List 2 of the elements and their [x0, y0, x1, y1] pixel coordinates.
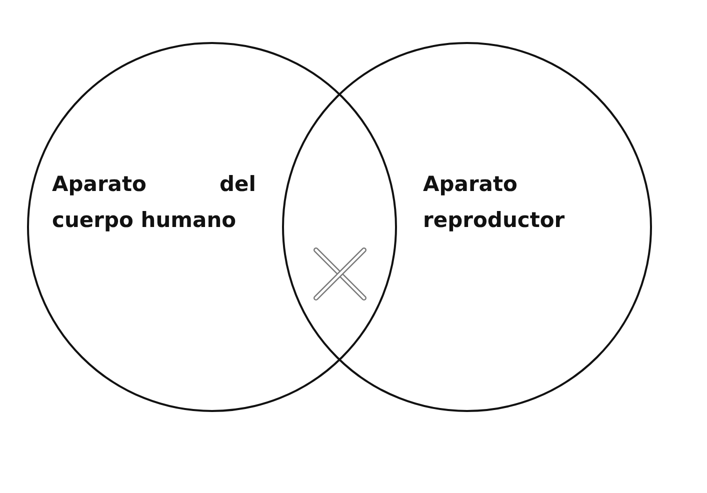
circle-label: Aparato del cuerpo humano [52, 171, 256, 234]
circle-label: Aparato reproductor [423, 171, 566, 234]
